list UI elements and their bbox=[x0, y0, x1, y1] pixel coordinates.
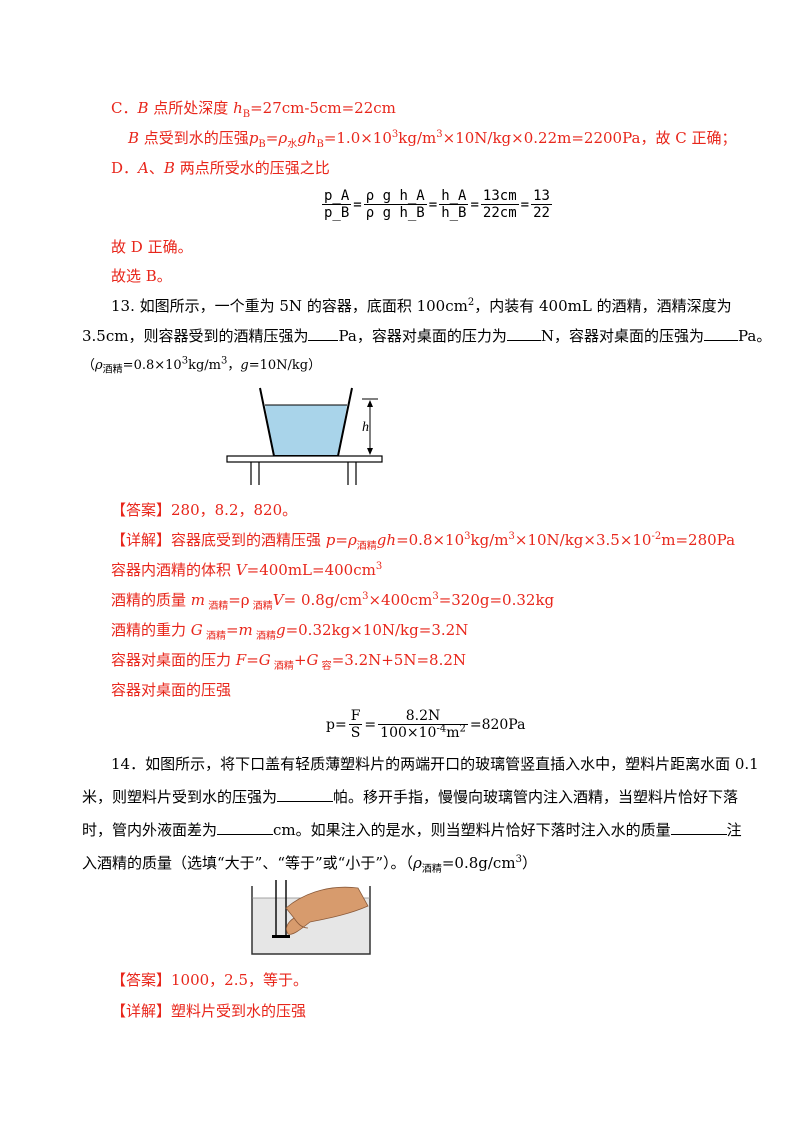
option-c-depth: C．B 点所处深度 hB=27cm-5cm=22cm bbox=[111, 99, 396, 120]
glass-tube-in-water-figure bbox=[251, 880, 371, 955]
finger-crease bbox=[293, 917, 309, 929]
height-label: h bbox=[362, 420, 369, 435]
container-on-table-figure: h bbox=[226, 387, 383, 485]
q13-line3: （ρ酒精=0.8×103kg/m3，g=10N/kg） bbox=[82, 355, 322, 376]
q13-detail-3: 酒精的质量 m 酒精=ρ 酒精V= 0.8g/cm3×400cm3=320g=0… bbox=[111, 591, 555, 612]
q13-detail-5: 容器对桌面的压力 F=G 酒精+G 容=3.2N+5N=8.2N bbox=[111, 651, 467, 672]
option-d-ratio: D．A、B 两点所受水的压强之比 bbox=[111, 159, 330, 177]
choose-b: 故选 B。 bbox=[111, 267, 172, 285]
hand bbox=[285, 886, 369, 935]
q13-detail-2: 容器内酒精的体积 V=400mL=400cm3 bbox=[111, 561, 383, 579]
arrow-up bbox=[367, 400, 373, 407]
liquid-fill bbox=[265, 405, 347, 456]
d-correct: 故 D 正确。 bbox=[111, 238, 193, 256]
q14-line2: 米，则塑料片受到水的压强为帕。移开手指，慢慢向玻璃管内注入酒精，当塑料片恰好下落 bbox=[82, 788, 739, 806]
q13-detail-4: 酒精的重力 G 酒精=m 酒精g=0.32kg×10N/kg=3.2N bbox=[111, 621, 469, 642]
q14-line1: 14．如图所示，将下口盖有轻质薄塑料片的两端开口的玻璃管竖直插入水中，塑料片距离… bbox=[111, 755, 759, 773]
q14-answer: 【答案】1000，2.5，等于。 bbox=[111, 971, 309, 989]
q14-detail-1: 【详解】塑料片受到水的压强 bbox=[111, 1002, 307, 1020]
q13-answer: 【答案】280，8.2，820。 bbox=[111, 501, 298, 519]
plastic-sheet bbox=[272, 935, 290, 938]
q13-line1: 13. 如图所示，一个重为 5N 的容器，底面积 100cm2，内装有 400m… bbox=[111, 297, 732, 315]
q14-line4: 入酒精的质量（选填“大于”、“等于”或“小于”）。（ρ酒精=0.8g/cm3） bbox=[82, 854, 537, 875]
table-top bbox=[226, 455, 383, 463]
q13-detail-6: 容器对桌面的压强 bbox=[111, 681, 232, 699]
q13-detail-1: 【详解】容器底受到的酒精压强 p=ρ酒精gh=0.8×103kg/m3×10N/… bbox=[111, 531, 736, 552]
arrow-down bbox=[367, 448, 373, 455]
beaker-outline bbox=[251, 886, 371, 955]
option-c-pressure: B 点受到水的压强pB=ρ水ghB=1.0×103kg/m3×10N/kg×0.… bbox=[128, 129, 737, 150]
